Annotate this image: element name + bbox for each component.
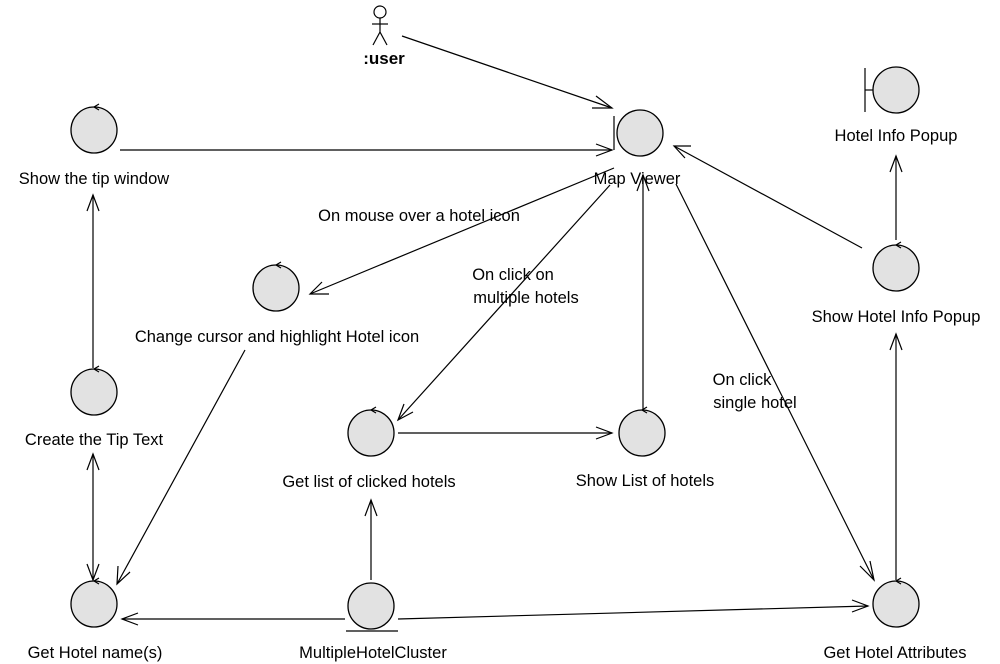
show-tip-window-object [70,103,118,154]
show-hotel-info-popup-object [872,241,920,292]
get-hotel-names-object [70,577,118,628]
show-hotel-info-popup-label: Show Hotel Info Popup [812,308,981,326]
link-create-tip-show-tip [86,193,100,368]
link-map-viewer-change-cursor [308,167,615,295]
link-cluster-get-names [120,612,345,626]
link-map-viewer-get-list [396,184,611,422]
link-get-list-show-list [398,426,614,440]
link-user-map-viewer [401,35,614,109]
message-click-multiple-line2: multiple hotels [473,289,578,307]
multiple-hotel-cluster-label: MultipleHotelCluster [299,644,447,662]
show-tip-window-label: Show the tip window [19,170,170,188]
link-show-popup-map-viewer [672,145,863,249]
get-hotel-attributes-object [872,577,920,628]
create-tip-text-label: Create the Tip Text [25,431,164,449]
change-cursor-object [252,261,300,312]
message-click-multiple-line1: On click on [472,266,554,284]
multiple-hotel-cluster-object [346,582,398,632]
show-list-hotels-label: Show List of hotels [576,472,715,490]
map-viewer-label: Map Viewer [594,170,681,188]
hotel-info-popup-label: Hotel Info Popup [835,127,958,145]
link-show-popup-info-popup [889,154,903,240]
map-viewer-object [613,109,664,157]
message-click-single-line2: single hotel [713,394,796,412]
link-cluster-get-attributes [397,599,870,620]
link-get-names-create-tip [86,452,100,582]
show-list-hotels-object [618,406,666,457]
hotel-info-popup-object [864,66,920,114]
link-show-list-map-viewer [636,173,650,410]
create-tip-text-object [70,365,118,416]
link-get-attributes-show-popup [889,332,903,580]
get-hotel-attributes-label: Get Hotel Attributes [823,644,966,662]
get-list-clicked-object [347,406,395,457]
message-mouse-over: On mouse over a hotel icon [318,207,520,225]
link-tip-window-map-viewer [120,143,614,157]
link-map-viewer-get-attributes [675,183,876,582]
user-actor [372,5,388,46]
user-actor-label: :user [363,49,405,68]
message-click-single-line1: On click [713,371,772,389]
change-cursor-label: Change cursor and highlight Hotel icon [135,328,419,346]
get-list-clicked-label: Get list of clicked hotels [282,473,455,491]
link-cluster-get-list [364,498,378,580]
get-hotel-names-label: Get Hotel name(s) [28,644,163,662]
link-change-cursor-get-names [116,349,246,586]
